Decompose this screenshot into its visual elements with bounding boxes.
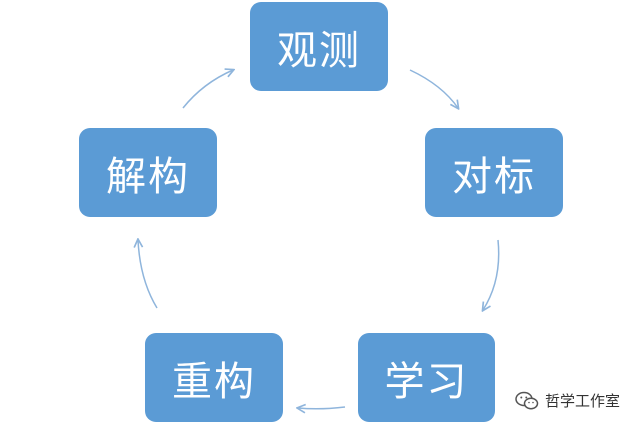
arrow-observe-to-benchmark: [409, 69, 458, 108]
wechat-icon: [515, 391, 539, 409]
node-learn: 学习: [358, 333, 495, 422]
node-deconstruct: 解构: [79, 128, 217, 217]
watermark: 哲学工作室: [515, 390, 620, 411]
arrow-learn-to-reconstruct: [298, 407, 346, 409]
node-learn-label: 学习: [384, 358, 469, 405]
node-observe: 观测: [250, 2, 388, 91]
arrow-reconstruct-to-deconstruct: [138, 240, 158, 309]
arrow-benchmark-to-learn: [483, 239, 500, 310]
watermark-text: 哲学工作室: [544, 392, 620, 410]
node-reconstruct: 重构: [145, 333, 283, 422]
arrow-deconstruct-to-observe: [182, 70, 233, 109]
node-reconstruct-label: 重构: [172, 358, 256, 405]
node-benchmark: 对标: [425, 128, 563, 217]
node-deconstruct-label: 解构: [106, 153, 190, 200]
node-observe-label: 观测: [277, 27, 361, 74]
node-benchmark-label: 对标: [452, 153, 536, 200]
